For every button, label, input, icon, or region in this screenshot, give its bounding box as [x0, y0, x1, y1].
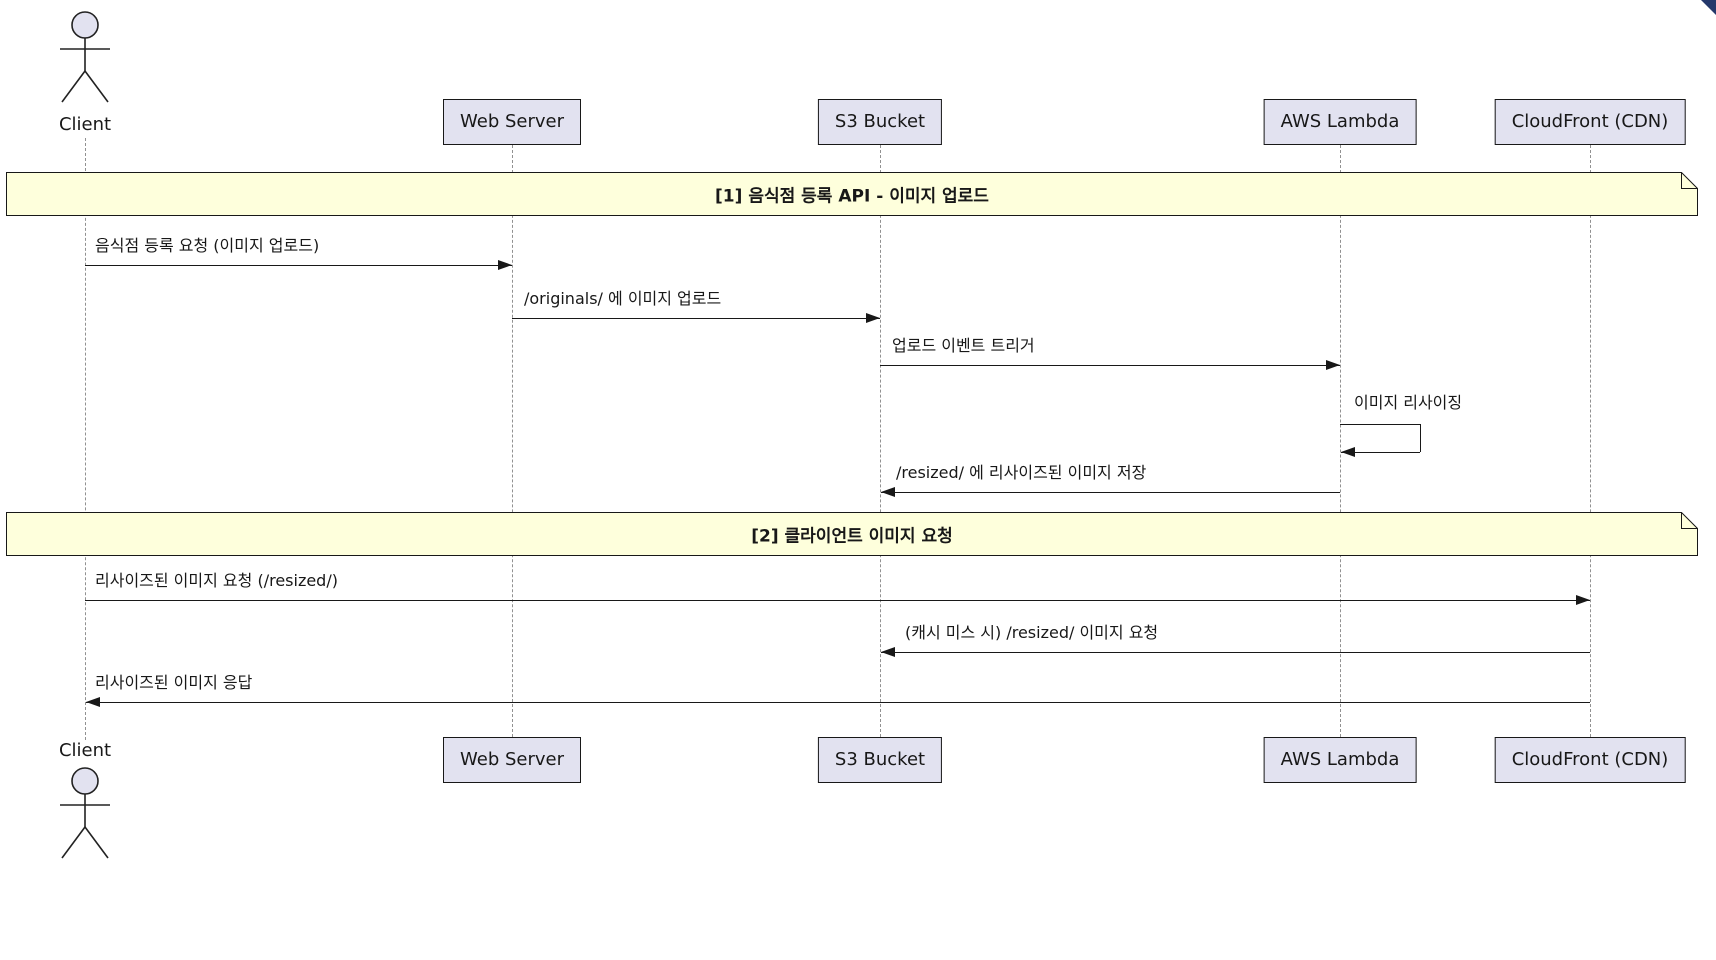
message-5-line: [881, 492, 1340, 493]
section-1-band-background: [6, 172, 1698, 216]
message-5-arrowhead: [881, 487, 895, 497]
section-2-band-background: [6, 512, 1698, 556]
message-7-label: (캐시 미스 시) /resized/ 이미지 요청: [905, 623, 1159, 642]
message-2-label: /originals/ 에 이미지 업로드: [524, 289, 722, 308]
section-1-label: [1] 음식점 등록 API - 이미지 업로드: [715, 186, 989, 207]
participant-s3-bucket-bottom: S3 Bucket: [817, 737, 943, 783]
message-1-line: [85, 265, 512, 266]
message-6-label: 리사이즈된 이미지 요청 (/resized/): [95, 571, 338, 590]
message-7-arrowhead: [881, 647, 895, 657]
message-4-arrowhead: [1341, 447, 1355, 457]
participant-cloudfront-bottom: CloudFront (CDN): [1494, 737, 1686, 783]
message-6-arrowhead: [1576, 595, 1590, 605]
message-6-line: [85, 600, 1590, 601]
client-actor-icon-top: [60, 11, 110, 103]
message-1-arrowhead: [498, 260, 512, 270]
participant-web-server-bottom: Web Server: [443, 737, 581, 783]
message-8-label: 리사이즈된 이미지 응답: [95, 673, 253, 692]
window-corner-artifact: [1701, 0, 1716, 15]
lifeline-client: [85, 138, 86, 740]
message-4-self-bottom-line: [1341, 452, 1420, 453]
lifeline-web-server: [512, 145, 513, 737]
message-4-label: 이미지 리사이징: [1354, 393, 1463, 412]
message-5-label: /resized/ 에 리사이즈된 이미지 저장: [896, 463, 1147, 482]
participant-client-bottom: Client: [58, 740, 112, 761]
message-4-self-top-line: [1340, 424, 1420, 425]
message-3-label: 업로드 이벤트 트리거: [892, 336, 1035, 355]
participant-web-server-top: Web Server: [443, 99, 581, 145]
participant-cloudfront-top: CloudFront (CDN): [1494, 99, 1686, 145]
message-7-line: [881, 652, 1590, 653]
section-1-band: [1] 음식점 등록 API - 이미지 업로드: [6, 172, 1698, 216]
section-2-band: [2] 클라이언트 이미지 요청: [6, 512, 1698, 556]
participant-s3-bucket-top: S3 Bucket: [817, 99, 943, 145]
lifeline-cloudfront: [1590, 145, 1591, 737]
lifeline-s3-bucket: [880, 145, 881, 737]
message-8-arrowhead: [86, 697, 100, 707]
message-3-line: [880, 365, 1340, 366]
participant-aws-lambda-bottom: AWS Lambda: [1263, 737, 1417, 783]
section-2-label: [2] 클라이언트 이미지 요청: [751, 526, 953, 547]
client-actor-icon-bottom: [60, 767, 110, 859]
participant-client-top: Client: [58, 114, 112, 135]
message-4-self-vertical-line: [1420, 424, 1421, 452]
message-3-arrowhead: [1326, 360, 1340, 370]
message-2-arrowhead: [866, 313, 880, 323]
message-8-line: [86, 702, 1590, 703]
message-2-line: [512, 318, 880, 319]
lifeline-aws-lambda: [1340, 145, 1341, 737]
message-1-label: 음식점 등록 요청 (이미지 업로드): [95, 236, 320, 255]
participant-aws-lambda-top: AWS Lambda: [1263, 99, 1417, 145]
